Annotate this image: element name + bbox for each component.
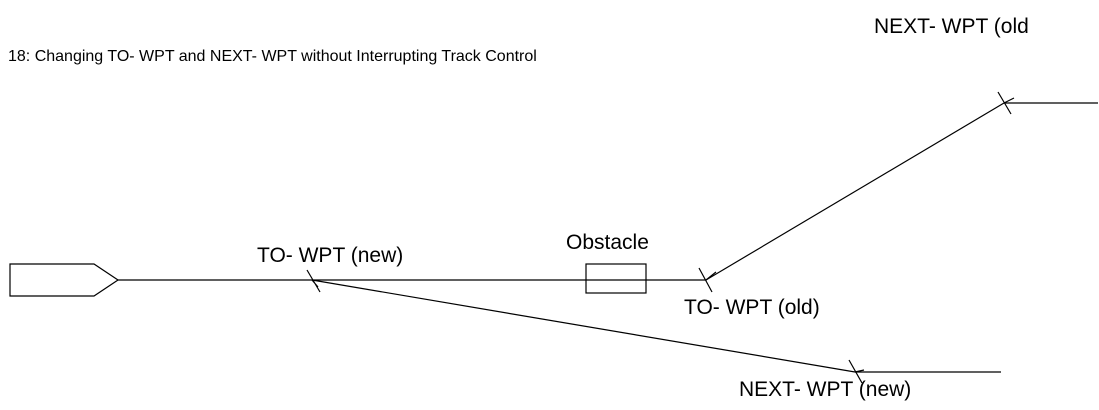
obstacle-box xyxy=(585,263,647,294)
route-leg-new xyxy=(311,279,856,373)
figure-caption: 18: Changing TO- WPT and NEXT- WPT witho… xyxy=(8,48,537,65)
waypoint-marker-next-new xyxy=(848,359,865,384)
ship-outline xyxy=(9,263,120,297)
waypoint-marker-to-new xyxy=(306,269,321,293)
waypoint-marker-next-old xyxy=(997,91,1015,115)
label-to-wpt-new: TO- WPT (new) xyxy=(257,244,404,267)
label-next-wpt-old: NEXT- WPT (old xyxy=(874,15,1029,38)
waypoint-marker-to-old xyxy=(698,267,717,293)
route-leg-old xyxy=(705,102,1005,281)
label-to-wpt-old: TO- WPT (old) xyxy=(684,296,820,319)
label-next-wpt-new: NEXT- WPT (new) xyxy=(739,378,912,401)
label-obstacle: Obstacle xyxy=(566,231,649,254)
